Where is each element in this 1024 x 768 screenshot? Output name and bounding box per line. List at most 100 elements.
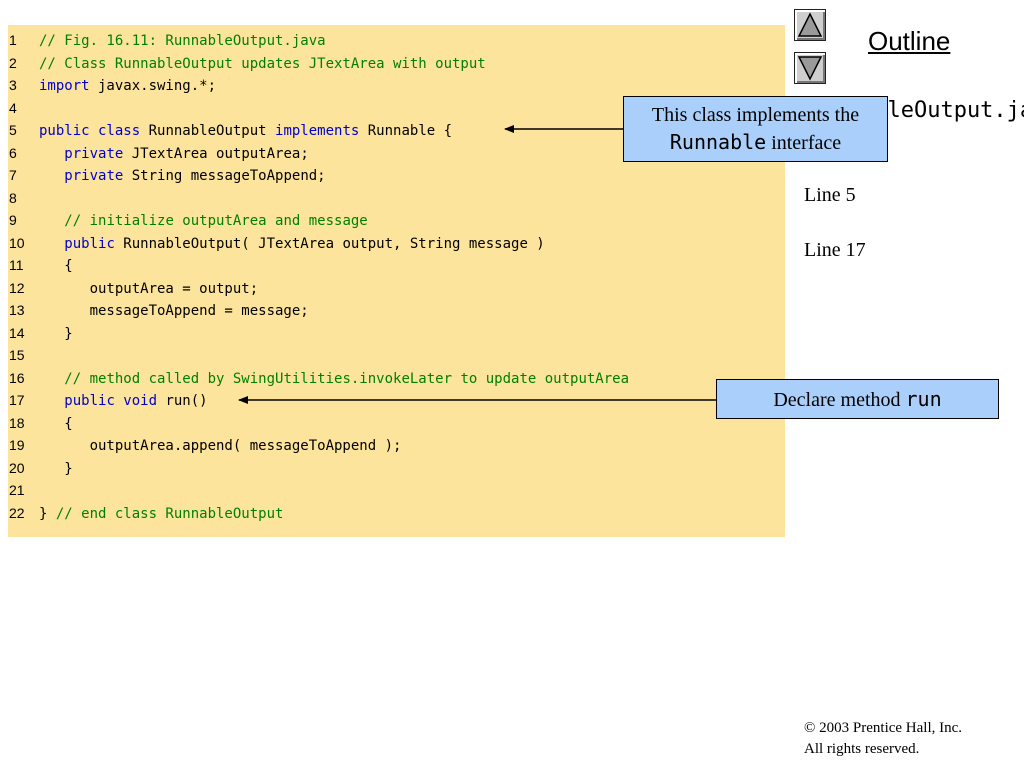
code-line: 21	[8, 479, 39, 501]
code-token: javax.swing.*;	[89, 78, 217, 94]
code-token: RunnableOutput( JTextArea output, String…	[114, 235, 545, 252]
code-line: 20 }	[8, 457, 73, 479]
line-number: 20	[9, 459, 25, 476]
code-text: // Class RunnableOutput updates JTextAre…	[39, 56, 486, 72]
line-number: 14	[9, 324, 25, 341]
code-text: public class RunnableOutput implements R…	[39, 123, 452, 139]
code-line: 18 {	[8, 412, 73, 434]
code-text: public void run()	[39, 393, 208, 409]
code-token: JTextArea outputArea;	[123, 145, 309, 162]
code-comment: // Fig. 16.11: RunnableOutput.java	[39, 33, 326, 49]
code-token: {	[39, 415, 73, 432]
line-number: 3	[9, 77, 17, 93]
callout-runnable-interface: This class implements the Runnable inter…	[623, 96, 888, 162]
code-line: 16 // method called by SwingUtilities.in…	[8, 367, 629, 389]
line-number: 15	[9, 347, 25, 363]
code-keyword: private	[64, 168, 124, 184]
code-token: Runnable {	[359, 123, 453, 139]
code-keyword: public class	[39, 123, 141, 139]
line-number: 1	[9, 32, 17, 48]
code-text: import javax.swing.*;	[39, 78, 216, 94]
code-token: }	[39, 460, 73, 477]
code-token: {	[39, 258, 73, 274]
line-number: 2	[9, 54, 17, 71]
code-text: messageToAppend = message;	[39, 303, 309, 319]
callout-runnable-text1: This class implements the	[651, 104, 860, 126]
code-comment: // initialize outputArea and message	[64, 213, 368, 229]
code-token: RunnableOutput	[140, 123, 276, 139]
code-comment: // method called by SwingUtilities.invok…	[64, 370, 630, 387]
code-keyword: public void	[64, 393, 158, 409]
line-number: 8	[9, 189, 17, 206]
line-number: 18	[9, 414, 25, 431]
code-token: }	[39, 505, 56, 522]
triangle-down-icon	[797, 56, 823, 81]
outline-title: Outline	[868, 26, 951, 56]
code-line: 3 import javax.swing.*;	[8, 74, 216, 96]
code-line: 11 {	[8, 254, 73, 276]
next-slide-button[interactable]	[794, 52, 826, 84]
code-text: public RunnableOutput( JTextArea output,…	[39, 235, 545, 252]
line-number: 12	[9, 279, 25, 296]
callout-declare-run: Declare method run	[716, 379, 999, 419]
code-token: outputArea.append( messageToAppend );	[39, 438, 402, 454]
code-line: 17 public void run()	[8, 389, 208, 411]
code-text: // Fig. 16.11: RunnableOutput.java	[39, 33, 326, 49]
callout-run-text1: Declare method	[773, 389, 906, 411]
line-number: 10	[9, 234, 25, 251]
code-line: 8	[8, 187, 39, 209]
code-token: outputArea = output;	[39, 280, 259, 297]
line-number: 21	[9, 482, 25, 498]
code-text: outputArea.append( messageToAppend );	[39, 438, 402, 454]
code-text: private JTextArea outputArea;	[39, 145, 309, 162]
code-comment: // end class RunnableOutput	[55, 505, 284, 522]
code-text: // method called by SwingUtilities.invok…	[39, 371, 629, 387]
code-comment: // Class RunnableOutput updates JTextAre…	[39, 55, 486, 72]
line-number: 16	[9, 369, 25, 386]
code-token: run()	[157, 393, 208, 409]
triangle-up-icon	[797, 12, 823, 37]
code-line: 10 public RunnableOutput( JTextArea outp…	[8, 232, 545, 254]
code-keyword: private	[64, 145, 124, 162]
code-line: 12 outputArea = output;	[8, 277, 258, 299]
code-line: 4	[8, 97, 39, 119]
code-text: }	[39, 460, 73, 477]
code-token: messageToAppend = message;	[39, 303, 309, 319]
code-line: 13 messageToAppend = message;	[8, 299, 309, 321]
code-line: 14 }	[8, 322, 73, 344]
line-note-5: Line 5	[804, 184, 856, 206]
line-number: 11	[9, 257, 24, 273]
code-line: 22} // end class RunnableOutput	[8, 502, 283, 524]
code-line: 1 // Fig. 16.11: RunnableOutput.java	[8, 29, 326, 51]
line-number: 13	[9, 302, 25, 318]
code-text: }	[39, 326, 72, 342]
line-number: 9	[9, 212, 17, 228]
line-number: 5	[9, 122, 17, 138]
callout-run-code: run	[905, 387, 942, 411]
code-line: 5 public class RunnableOutput implements …	[8, 119, 452, 141]
line-number: 22	[9, 504, 25, 521]
callout-runnable-text2: interface	[766, 132, 842, 154]
copyright: © 2003 Prentice Hall, Inc. All rights re…	[804, 718, 962, 760]
code-token: String messageToAppend;	[123, 168, 326, 184]
code-keyword: import	[39, 78, 90, 94]
code-line: 15	[8, 344, 39, 366]
line-number: 6	[9, 144, 17, 161]
copyright-line1: 2003 Prentice Hall, Inc.	[815, 720, 963, 736]
line-number: 4	[9, 99, 17, 116]
code-text: {	[39, 258, 73, 274]
copyright-line2: All rights reserved.	[804, 741, 920, 757]
code-text: } // end class RunnableOutput	[39, 506, 283, 522]
line-note-17: Line 17	[804, 239, 866, 261]
code-text: outputArea = output;	[39, 280, 259, 297]
code-line: 6 private JTextArea outputArea;	[8, 142, 309, 164]
line-number: 19	[9, 437, 25, 453]
line-number: 17	[9, 392, 25, 408]
previous-slide-button[interactable]	[794, 9, 826, 41]
callout-runnable-code: Runnable	[669, 130, 767, 154]
code-text: {	[39, 415, 73, 432]
copyright-symbol: ©	[804, 720, 816, 736]
line-number: 7	[9, 167, 17, 183]
code-line: 9 // initialize outputArea and message	[8, 209, 368, 231]
